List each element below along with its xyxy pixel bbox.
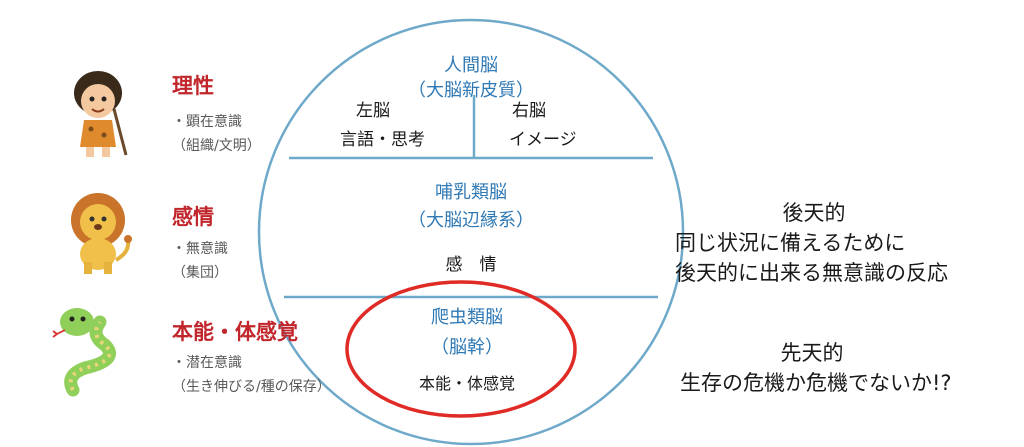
label-reason-sub: （組織/文明） <box>172 138 261 154</box>
label-reason-bullet: ・顕在意識 <box>172 114 242 130</box>
acquired-line-1: 同じ状況に備えるために <box>675 231 906 255</box>
human-brain-subtitle: （大脳新皮質） <box>408 80 534 101</box>
reptile-brain-title: 爬虫類脳 <box>431 307 503 328</box>
mammal-brain-desc: 感 情 <box>445 255 497 275</box>
innate-heading: 先天的 <box>780 341 844 365</box>
mammal-brain-subtitle: （大脳辺縁系） <box>408 210 534 231</box>
mammal-brain-title: 哺乳類脳 <box>435 182 507 203</box>
reptile-brain-desc: 本能・体感覚 <box>418 374 516 393</box>
left-brain-desc: 言語・思考 <box>340 130 425 150</box>
label-emotion-title: 感情 <box>172 205 214 229</box>
reptile-brain-subtitle: （脳幹） <box>431 337 503 358</box>
label-instinct-bullet: ・潜在意識 <box>172 355 242 371</box>
highlight-ellipse <box>345 280 577 418</box>
right-brain-desc: イメージ <box>509 130 577 150</box>
label-emotion-bullet: ・無意識 <box>172 241 228 257</box>
right-brain-label: 右脳 <box>512 101 546 121</box>
acquired-line-2: 後天的に出来る無意識の反応 <box>675 261 948 285</box>
snake-icon <box>52 308 116 397</box>
label-instinct-sub: （生き伸びる/種の保存） <box>172 379 331 395</box>
innate-line-1: 生存の危機か危機でないか!? <box>680 371 952 395</box>
lion-icon <box>71 193 132 274</box>
acquired-heading: 後天的 <box>782 201 846 225</box>
brain-circle <box>257 18 685 446</box>
label-reason-title: 理性 <box>172 74 214 98</box>
left-brain-label: 左脳 <box>356 101 390 121</box>
label-emotion-sub: （集団） <box>172 265 228 281</box>
label-instinct-title: 本能・体感覚 <box>172 320 298 344</box>
human-brain-title: 人間脳 <box>444 55 498 76</box>
caveman-icon <box>74 71 128 157</box>
